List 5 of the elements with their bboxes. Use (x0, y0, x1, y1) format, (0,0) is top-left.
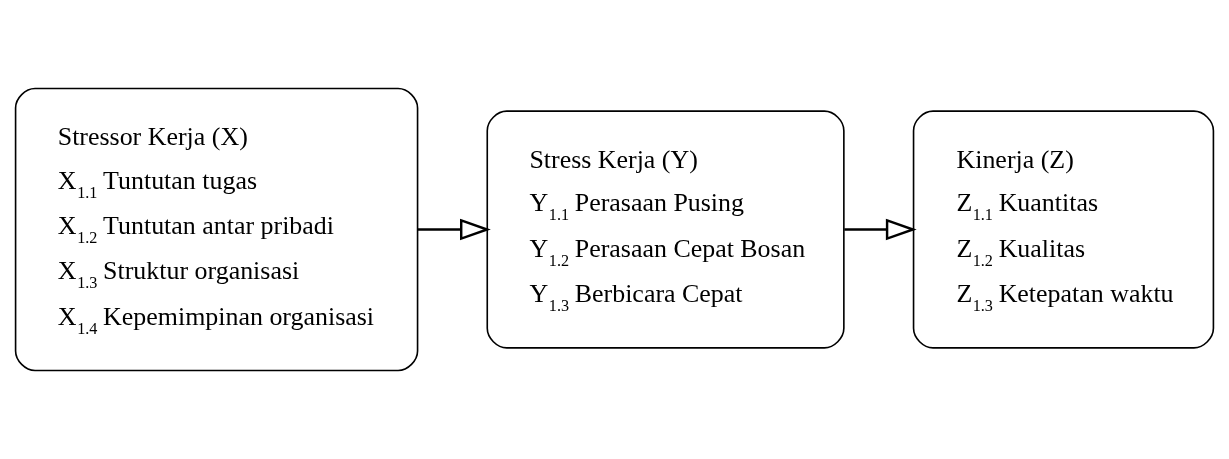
node-box: Kinerja (Z) Z$_{1.1}$ Kuantitas Z$_{1.2}$ Kualitas Z$_{1.3}$ Ketepatan waktu (912, 110, 1215, 349)
node-box: Stress Kerja (Y) Y$_{1.1}$ Perasaan Pusing Y$_{1.2}$ Perasaan Cepat Bosan Y$_{1.3}$ Berbicara Cepat (486, 110, 845, 349)
arrow (417, 218, 491, 241)
node-box: Stressor Kerja (X) X$_{1.1}$ Tuntutan tugas X$_{1.2}$ Tuntutan antar pribadi X$_{1.3}$ Struktur organisasi X$_{1.4}$ Kepemimpinan organisasi (14, 87, 419, 372)
arrow (844, 218, 917, 241)
